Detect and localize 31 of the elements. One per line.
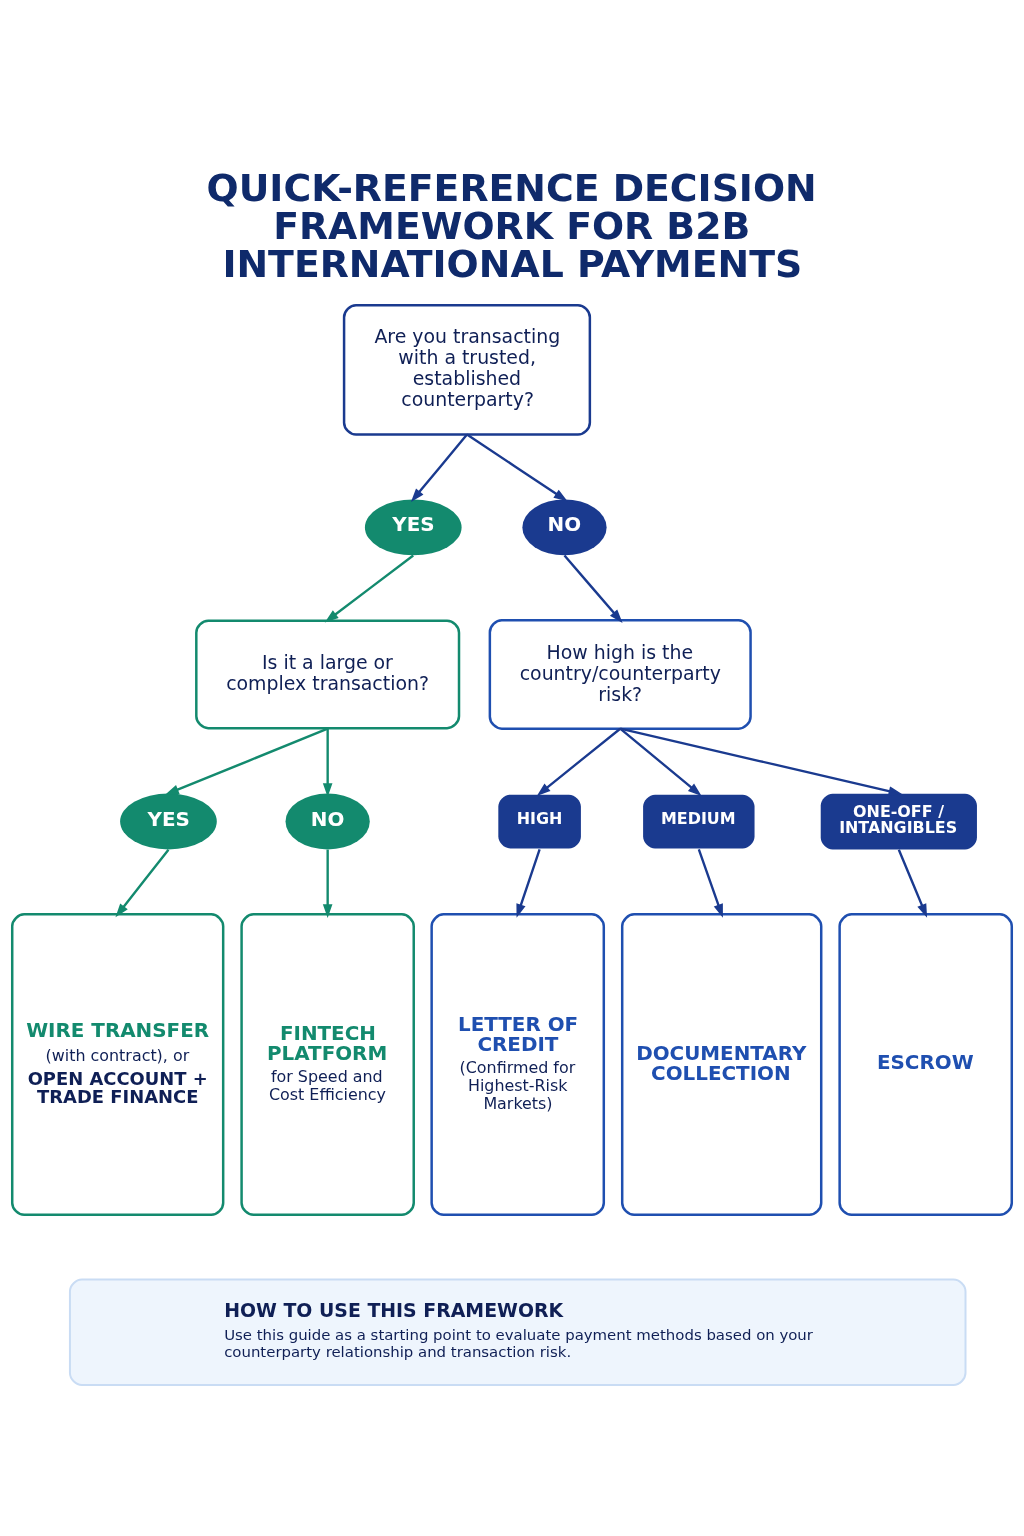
arrow	[165, 727, 329, 795]
node-box: Are you transacting with a trusted, established counterparty?	[342, 303, 592, 436]
node-box: ESCROW	[838, 912, 1014, 1216]
arrow	[516, 848, 541, 918]
node-box: How high is the country/counterparty risk?	[488, 618, 752, 730]
arrow	[322, 849, 333, 918]
arrow	[619, 727, 903, 796]
node-ellipse: NO	[285, 793, 370, 849]
diagram-title: QUICK-REFERENCE DECISION FRAMEWORK FOR B2B INTERNATIONAL PAYMENTS	[206, 165, 817, 286]
arrow	[697, 848, 723, 918]
node-box: ONE-OFF / INTANGIBLES	[820, 793, 977, 849]
node-ellipse: YES	[364, 499, 462, 555]
node-box: WIRE TRANSFER (with contract), or OPEN ACCOUNT + TRADE FINANCE	[10, 912, 225, 1216]
arrow	[322, 728, 333, 797]
node-ellipse: YES	[120, 793, 217, 849]
arrow	[897, 848, 928, 918]
node-box: FINTECH PLATFORM for Speed and Cost Efficiency	[240, 912, 415, 1216]
arrow	[115, 848, 170, 917]
node-box: HIGH	[498, 794, 581, 848]
node-ellipse: NO	[522, 499, 607, 555]
arrow	[563, 554, 623, 623]
arrow	[466, 433, 568, 501]
node-box: HOW TO USE THIS FRAMEWORK Use this guide as a starting point to evaluate payment methods based on your counterparty relationship and transaction risk.	[68, 1278, 967, 1386]
node-box: DOCUMENTARY COLLECTION	[620, 912, 823, 1216]
arrow	[619, 727, 702, 796]
node-box: Is it a large or complex transaction?	[195, 619, 461, 729]
node-box: LETTER OF CREDIT (Confirmed for Highest-Risk Markets)	[430, 912, 606, 1216]
arrow	[410, 433, 468, 502]
node-box: MEDIUM	[643, 794, 755, 848]
arrow	[536, 727, 621, 796]
arrow	[324, 554, 414, 622]
